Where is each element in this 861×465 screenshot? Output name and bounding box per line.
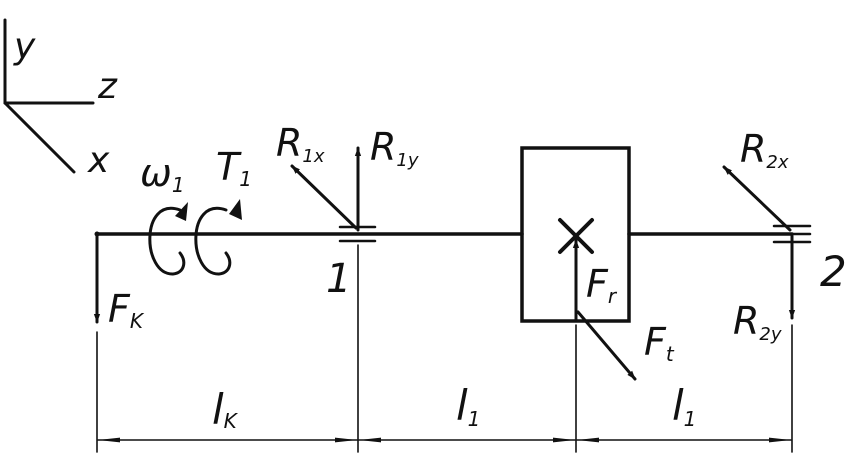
r2x-label: R2x	[740, 127, 789, 173]
force-into-page-cross-b	[558, 218, 594, 254]
y-axis-label: y	[13, 26, 36, 67]
r1y-label: R1y	[370, 125, 419, 171]
dimension-lk-label: lK	[212, 385, 239, 434]
tangential-force-arrow	[576, 310, 637, 381]
z-axis-label: z	[97, 66, 118, 107]
r1x-arrow	[290, 164, 358, 230]
coupling-force-label: FK	[108, 287, 145, 333]
support-2-label: 2	[820, 247, 847, 296]
x-axis-line	[3, 101, 76, 174]
r2x-arrow	[722, 165, 792, 232]
tangential-force-label: Ft	[644, 320, 675, 366]
radial-force-label: Fr	[586, 262, 618, 308]
coordinate-axes: y z x	[3, 18, 118, 181]
torque-symbol	[194, 199, 242, 276]
r1x-label: R1x	[276, 121, 325, 167]
torque-label: T1	[216, 145, 252, 191]
angular-velocity-symbol	[148, 202, 188, 276]
omega-label: ω1	[140, 151, 185, 197]
r2y-label: R2y	[733, 299, 782, 345]
dimension-l1-second-label: l1	[672, 381, 696, 431]
extension-lines	[96, 244, 793, 453]
x-axis-label: x	[87, 140, 110, 181]
support-1-label: 1	[326, 256, 351, 302]
dimension-l1-first-label: l1	[456, 381, 480, 431]
